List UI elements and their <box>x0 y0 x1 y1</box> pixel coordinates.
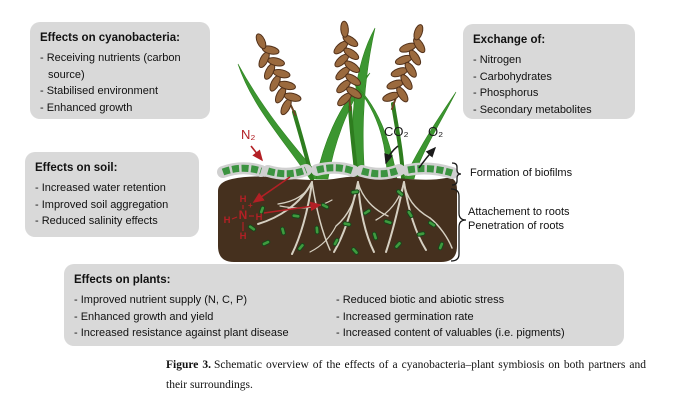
effects-on-soil-box: Effects on soil: - Increased water reten… <box>25 152 199 237</box>
ammonium-h-label: H <box>224 215 231 226</box>
box-item: - Reduced biotic and abiotic stress <box>336 294 505 307</box>
box-item: - Receiving nutrients (carbon source) <box>40 52 181 81</box>
roots-brace <box>450 188 467 262</box>
box-item: - Increased water retention <box>35 182 166 195</box>
exchange-of-box: Exchange of: - Nitrogen - Carbohydrates … <box>463 24 635 119</box>
n2-arrow <box>250 145 263 162</box>
box-item: - Carbohydrates <box>473 70 552 83</box>
plants-items-left: - Improved nutrient supply (N, C, P) - E… <box>74 292 336 342</box>
o2-arrow <box>418 146 437 169</box>
box-title: Effects on soil: <box>35 162 118 174</box>
box-title: Effects on plants: <box>74 274 171 286</box>
ammonium-h-label: H <box>240 194 247 205</box>
co2-arrow <box>384 145 399 165</box>
effects-on-plants-box: Effects on plants: - Improved nutrient s… <box>64 264 624 346</box>
box-item: - Stabilised environment <box>40 85 159 98</box>
box-item: - Increased germination rate <box>336 310 474 323</box>
wheat-ear-icon <box>328 19 366 113</box>
box-item: - Nitrogen <box>473 54 522 67</box>
box-item: - Phosphorus <box>473 87 539 100</box>
box-title: Exchange of: <box>473 34 546 46</box>
formation-of-biofilms-label: Formation of biofilms <box>470 167 573 179</box>
ammonium-n-label: N <box>239 208 248 222</box>
plants-items-right: - Reduced biotic and abiotic stress - In… <box>336 292 614 342</box>
biofilm-chain <box>217 161 458 180</box>
figure-caption-label: Figure 3. <box>166 359 212 371</box>
box-item: - Enhanced growth <box>40 101 133 114</box>
box-item: - Enhanced growth and yield <box>74 310 214 323</box>
ammonium-h-label: H <box>256 212 263 223</box>
n2-label: N₂ <box>241 127 256 142</box>
box-item: - Secondary metabolites <box>473 103 592 116</box>
box-item: - Improved nutrient supply (N, C, P) <box>74 294 248 307</box>
figure-caption-text: Schematic overview of the effects of a c… <box>166 359 646 391</box>
wheat-ear-icon <box>377 19 436 116</box>
o2-label: O₂ <box>428 124 444 139</box>
wheat-ear-icon <box>243 27 310 123</box>
roots-annotation: Attachement to roots Penetration of root… <box>468 205 570 233</box>
box-item: - Increased resistance against plant dis… <box>74 327 289 340</box>
effects-on-cyanobacteria-box: Effects on cyanobacteria: - Receiving nu… <box>30 22 210 119</box>
box-item: - Reduced salinity effects <box>35 215 158 228</box>
attachment-to-roots-label: Attachement to roots <box>468 206 570 218</box>
gas-arrows <box>384 145 437 169</box>
ammonium-h-label: H <box>240 231 247 242</box>
annotation-braces <box>450 162 467 262</box>
nitrogen-arrows <box>250 145 322 214</box>
soil-block <box>218 176 457 262</box>
ammonium-molecule: H H H H N + <box>224 194 263 242</box>
box-item: - Improved soil aggregation <box>35 198 169 211</box>
box-title: Effects on cyanobacteria: <box>40 32 180 44</box>
ammonium-charge-label: + <box>248 201 253 210</box>
figure-caption: Figure 3.Schematic overview of the effec… <box>166 356 646 395</box>
co2-label: CO₂ <box>384 124 409 139</box>
fixation-arrow <box>252 176 291 203</box>
box-item: - Increased content of valuables (i.e. p… <box>336 327 565 340</box>
uptake-arrow <box>263 201 322 214</box>
penetration-of-roots-label: Penetration of roots <box>468 220 565 232</box>
bacteria-rods <box>247 189 445 255</box>
biofilm-brace <box>451 162 462 186</box>
